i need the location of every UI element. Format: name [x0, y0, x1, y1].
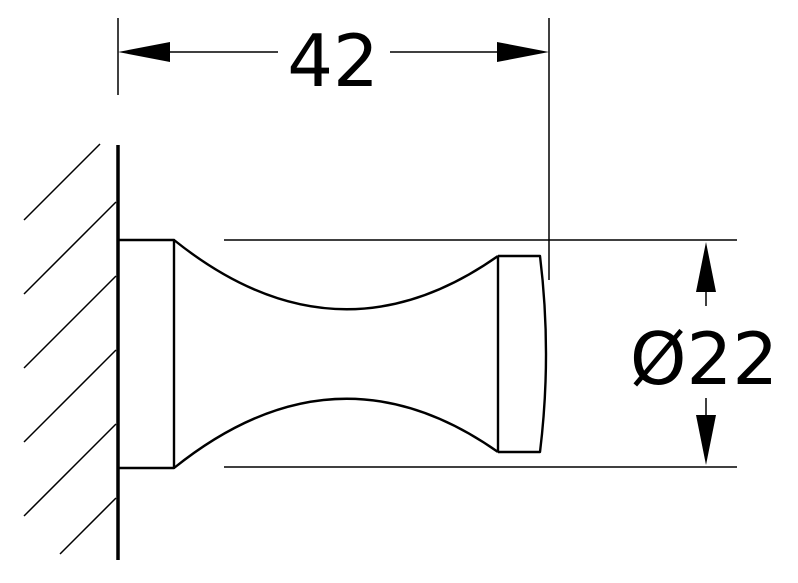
wall-hatching: [23, 143, 117, 555]
hook-neck-top-curve: [173, 239, 499, 311]
dimension-length: 42: [117, 18, 550, 280]
wall: [23, 143, 120, 560]
length-dimension-label: 42: [287, 19, 379, 103]
diameter-arrow-top: [696, 242, 716, 292]
diameter-arrow-bottom: [696, 415, 716, 465]
hook-base-flange: [118, 238, 176, 470]
length-arrow-left: [118, 42, 170, 62]
hook-body: [118, 238, 548, 470]
dimension-diameter: Ø22: [224, 239, 778, 468]
length-arrow-right: [497, 42, 549, 62]
hook-cap: [498, 254, 548, 454]
diameter-dimension-label: Ø22: [630, 317, 778, 401]
hook-neck-bottom-curve: [173, 397, 499, 469]
